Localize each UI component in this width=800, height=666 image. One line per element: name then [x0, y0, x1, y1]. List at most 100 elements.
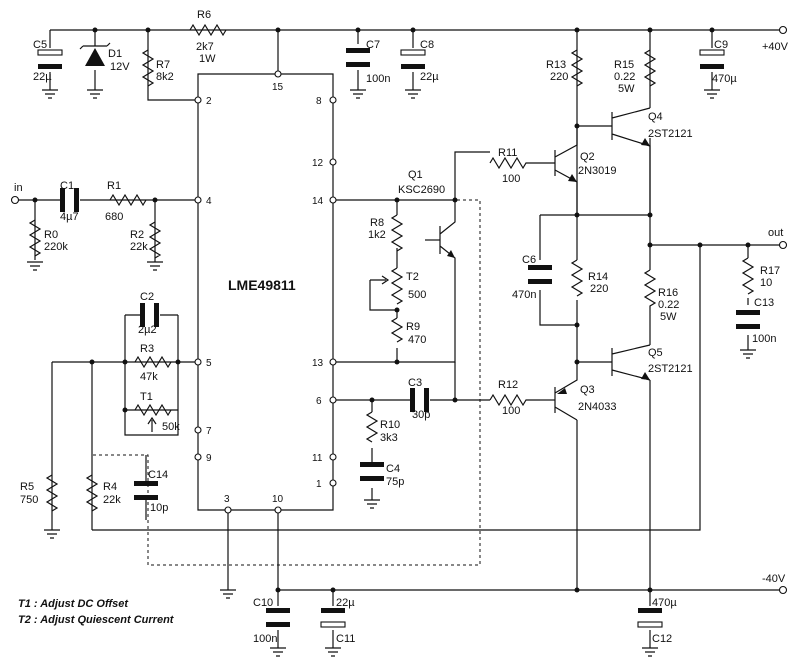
ic-pin: 13 [312, 358, 324, 369]
c2-value: 2µ2 [138, 324, 157, 336]
q2-label: Q2 [580, 151, 595, 163]
c5-label: C5 [33, 39, 47, 51]
r2-label: R2 [130, 229, 144, 241]
ic-pin: 8 [316, 96, 322, 107]
c6-label: C6 [522, 254, 536, 266]
t1-label: T1 [140, 391, 153, 403]
c7-label: C7 [366, 39, 380, 51]
c13-value: 100n [752, 333, 776, 345]
q4-part: 2ST2121 [648, 128, 693, 140]
c1-value: 4µ7 [60, 211, 79, 223]
r0-label: R0 [44, 229, 58, 241]
c3-label: C3 [408, 377, 422, 389]
r8-value: 1k2 [368, 229, 386, 241]
r10-value: 3k3 [380, 432, 398, 444]
supply-pos-label: +40V [762, 41, 789, 53]
q4-label: Q4 [648, 111, 663, 123]
q5-label: Q5 [648, 347, 663, 359]
r5-label: R5 [20, 481, 34, 493]
wires [18, 29, 780, 648]
q3-part: 2N4033 [578, 401, 617, 413]
r16-label: R16 [658, 287, 678, 299]
q1-heatsink-outline [92, 199, 481, 566]
c10-label: C10 [253, 597, 273, 609]
r15-label: R15 [614, 59, 634, 71]
c13-label: C13 [754, 297, 774, 309]
r9-value: 470 [408, 334, 426, 346]
r4-value: 22k [103, 494, 121, 506]
ic-pin: 1 [316, 479, 322, 490]
zener-diode-symbol [79, 42, 111, 66]
c2-label: C2 [140, 291, 154, 303]
transistor-symbols [439, 107, 651, 421]
r11-label: R11 [498, 147, 517, 159]
ic-pin: 4 [206, 196, 212, 207]
r6-value: 2k7 [196, 41, 214, 53]
r14-label: R14 [588, 271, 608, 283]
c11-value: 22µ [336, 597, 355, 609]
q2-part: 2N3019 [578, 165, 617, 177]
ic-pin: 9 [206, 453, 212, 464]
c6-value: 470n [512, 289, 536, 301]
ic-pin: 14 [312, 196, 324, 207]
r11-value: 100 [502, 173, 520, 185]
ic-pin: 6 [316, 396, 322, 407]
r17-label: R17 [760, 265, 780, 277]
r7-label: R7 [156, 59, 170, 71]
r3-value: 47k [140, 371, 158, 383]
c4-label: C4 [386, 463, 400, 475]
c9-label: C9 [714, 39, 728, 51]
r2-value: 22k [130, 241, 148, 253]
r12-label: R12 [498, 379, 518, 391]
output-label: out [768, 227, 783, 239]
r5-value: 750 [20, 494, 38, 506]
c5-value: 22µ [33, 71, 52, 83]
c14-value: 10p [150, 502, 168, 514]
note-t2: T2 : Adjust Quiescent Current [18, 614, 175, 626]
c9-value: 470µ [712, 73, 737, 85]
r16-power: 5W [660, 311, 677, 323]
r17-value: 10 [760, 277, 772, 289]
c3-value: 30p [412, 409, 430, 421]
r9-label: R9 [406, 321, 420, 333]
r1-value: 680 [105, 211, 123, 223]
r12-value: 100 [502, 405, 520, 417]
ic-pin: 11 [312, 453, 323, 464]
r14-value: 220 [590, 283, 608, 295]
r6-label: R6 [197, 9, 211, 21]
q5-part: 2ST2121 [648, 363, 693, 375]
r15-value: 0.22 [614, 71, 635, 83]
r0-value: 220k [44, 241, 68, 253]
c1-label: C1 [60, 180, 74, 192]
c10-value: 100n [253, 633, 277, 645]
r16-value: 0.22 [658, 299, 679, 311]
r6-power: 1W [199, 53, 216, 65]
supply-neg-label: -40V [762, 573, 786, 585]
c8-value: 22µ [420, 71, 439, 83]
t2-label: T2 [406, 271, 419, 283]
r15-power: 5W [618, 83, 635, 95]
ic-pin: 12 [312, 158, 324, 169]
c12-value: 470µ [652, 597, 677, 609]
r4-label: R4 [103, 481, 117, 493]
c7-value: 100n [366, 73, 390, 85]
ic-pin: 10 [272, 494, 284, 505]
note-t1: T1 : Adjust DC Offset [18, 598, 129, 610]
ic-pin: 7 [206, 426, 212, 437]
r3-label: R3 [140, 343, 154, 355]
r13-value: 220 [550, 71, 568, 83]
r1-label: R1 [107, 180, 121, 192]
ic-pin: 15 [272, 82, 284, 93]
d1-label: D1 [108, 48, 122, 60]
t2-value: 500 [408, 289, 426, 301]
c14-label: C14 [148, 469, 168, 481]
resistor-symbols [28, 23, 755, 512]
q1-label: Q1 [408, 169, 423, 181]
junction-dots [32, 27, 751, 593]
ground-symbols [27, 89, 756, 657]
capacitor-symbols [37, 48, 760, 628]
c12-label: C12 [652, 633, 672, 645]
q1-part: KSC2690 [398, 184, 445, 196]
input-label: in [14, 182, 23, 194]
